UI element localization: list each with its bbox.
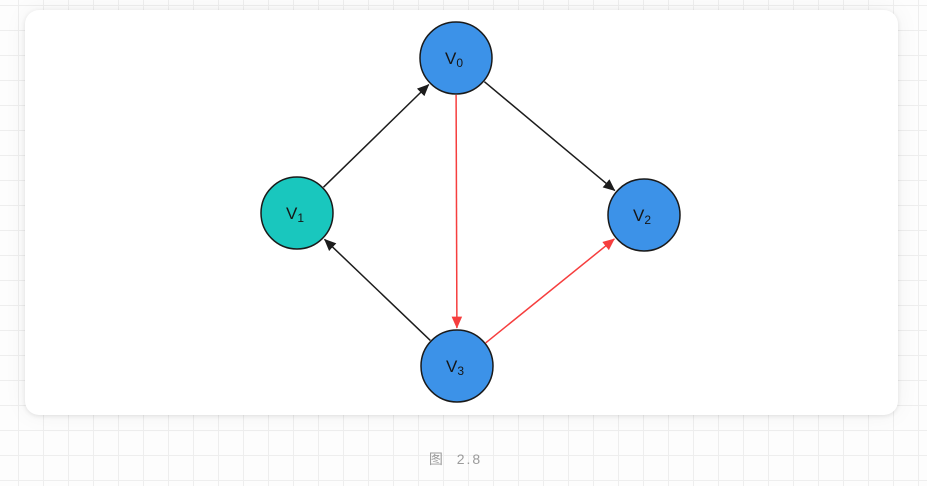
node-circle-V3 [420,329,494,403]
figure-caption: 图 2.8 [428,451,483,467]
edge-V3-to-V1 [323,238,431,341]
node-V0: V0 [419,21,493,95]
node-circle-V1 [260,176,334,250]
node-circle-V2 [607,178,681,252]
node-circle-V0 [419,21,493,95]
edge-V0-to-V2 [483,81,616,192]
edge-V3-to-V2 [485,238,615,344]
node-V3: V3 [420,329,494,403]
node-V2: V2 [607,178,681,252]
node-V1: V1 [260,176,334,250]
edge-V1-to-V0 [322,83,430,188]
edge-V0-to-V3 [451,94,463,329]
